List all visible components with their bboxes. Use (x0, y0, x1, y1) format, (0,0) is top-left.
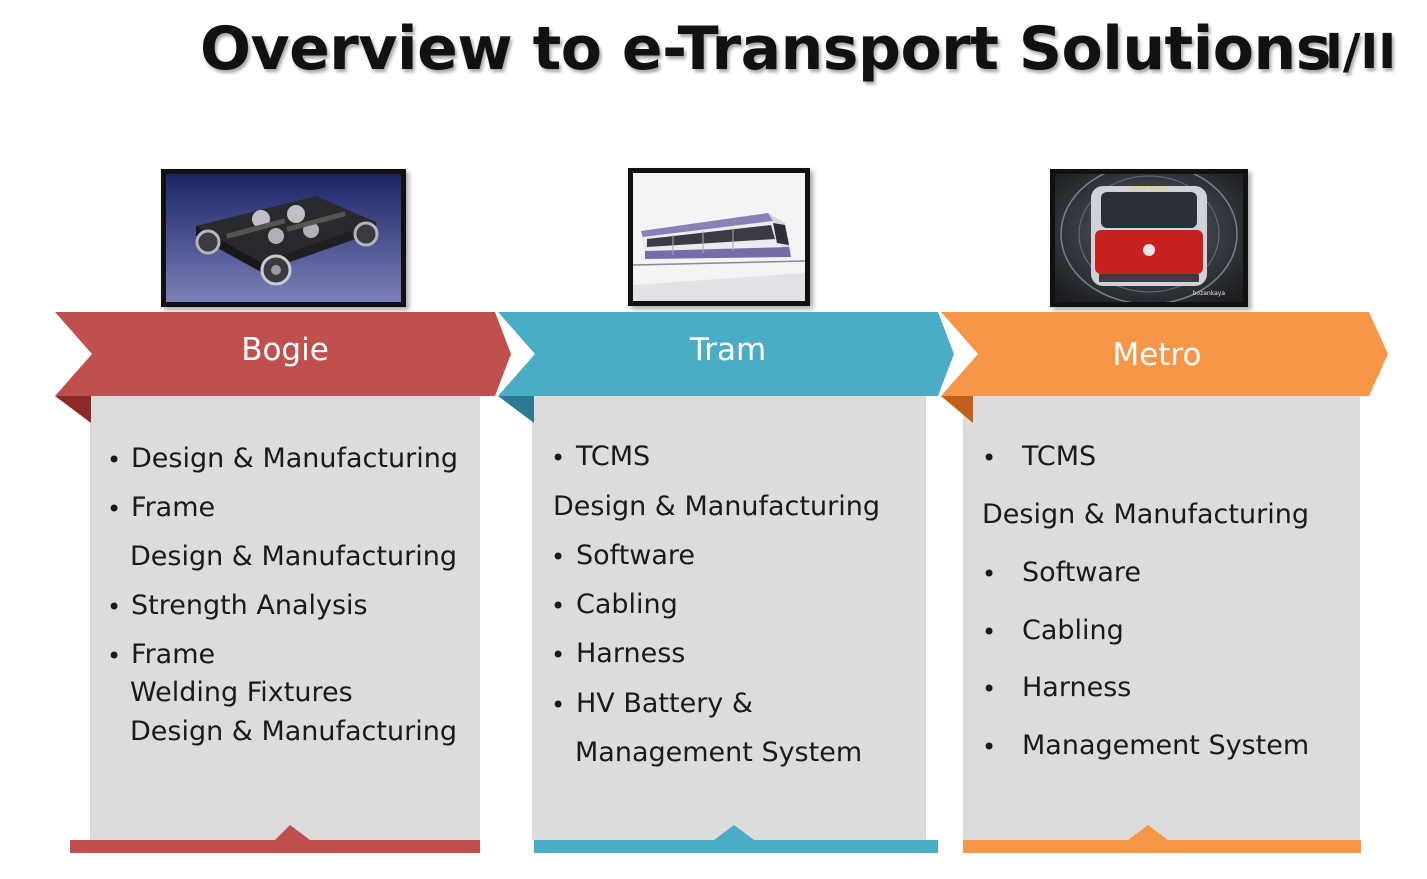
bullet-icon: • (982, 675, 997, 703)
list-item: Frame (131, 639, 216, 670)
list-item: HV Battery & (576, 688, 753, 719)
bullet-icon: • (982, 618, 997, 646)
list-item: Harness (1022, 672, 1132, 703)
tram-base (534, 825, 938, 853)
list-item: TCMS (1022, 441, 1097, 472)
bullet-icon: • (551, 543, 566, 571)
tram-card (532, 395, 926, 840)
bogie-banner (55, 312, 511, 423)
list-item: Software (576, 540, 696, 571)
list-item: Cabling (1022, 615, 1124, 646)
list-item: Software (1022, 557, 1142, 588)
metro-image: GEBZE DARICA bozankaya (1050, 169, 1248, 307)
bullet-icon: • (107, 446, 122, 474)
list-item: Harness (576, 638, 686, 669)
metro-label: Metro (1112, 337, 1202, 373)
list-item: Cabling (576, 589, 678, 620)
page-indicator: I/II (1325, 24, 1397, 80)
list-item: Management System (1022, 730, 1310, 761)
bullet-icon: • (107, 495, 122, 523)
metro-base (963, 825, 1361, 853)
list-item: Design & Manufacturing (130, 716, 457, 747)
bozankaya-logo: bozankaya (1193, 290, 1226, 297)
metro-destination-sign: GEBZE DARICA (1130, 186, 1168, 192)
list-item: Design & Manufacturing (553, 491, 880, 522)
list-item: Design & Manufacturing (982, 499, 1309, 530)
tram-banner (498, 312, 954, 423)
metro-banner (941, 312, 1388, 423)
bullet-icon: • (107, 642, 122, 670)
list-item: Design & Manufacturing (130, 541, 457, 572)
list-item: Strength Analysis (131, 590, 368, 621)
page-title: Overview to e-Transport Solutions (200, 14, 1331, 84)
bullet-icon: • (982, 444, 997, 472)
bullet-icon: • (551, 641, 566, 669)
bullet-icon: • (107, 593, 122, 621)
bogie-image (161, 169, 406, 307)
list-item: Frame (131, 492, 216, 523)
list-item: Welding Fixtures (130, 677, 353, 708)
list-item: Management System (575, 737, 863, 768)
metro-card (963, 395, 1360, 840)
bullet-icon: • (982, 560, 997, 588)
bogie-card (90, 395, 480, 840)
tram-image (628, 168, 810, 306)
bullet-icon: • (551, 691, 566, 719)
bullet-icon: • (982, 733, 997, 761)
list-item: Design & Manufacturing (131, 443, 458, 474)
bullet-icon: • (551, 592, 566, 620)
tram-label: Tram (689, 332, 767, 368)
bullet-icon: • (551, 444, 566, 472)
bogie-base (70, 825, 480, 853)
bogie-label: Bogie (241, 332, 329, 368)
list-item: TCMS (576, 441, 651, 472)
